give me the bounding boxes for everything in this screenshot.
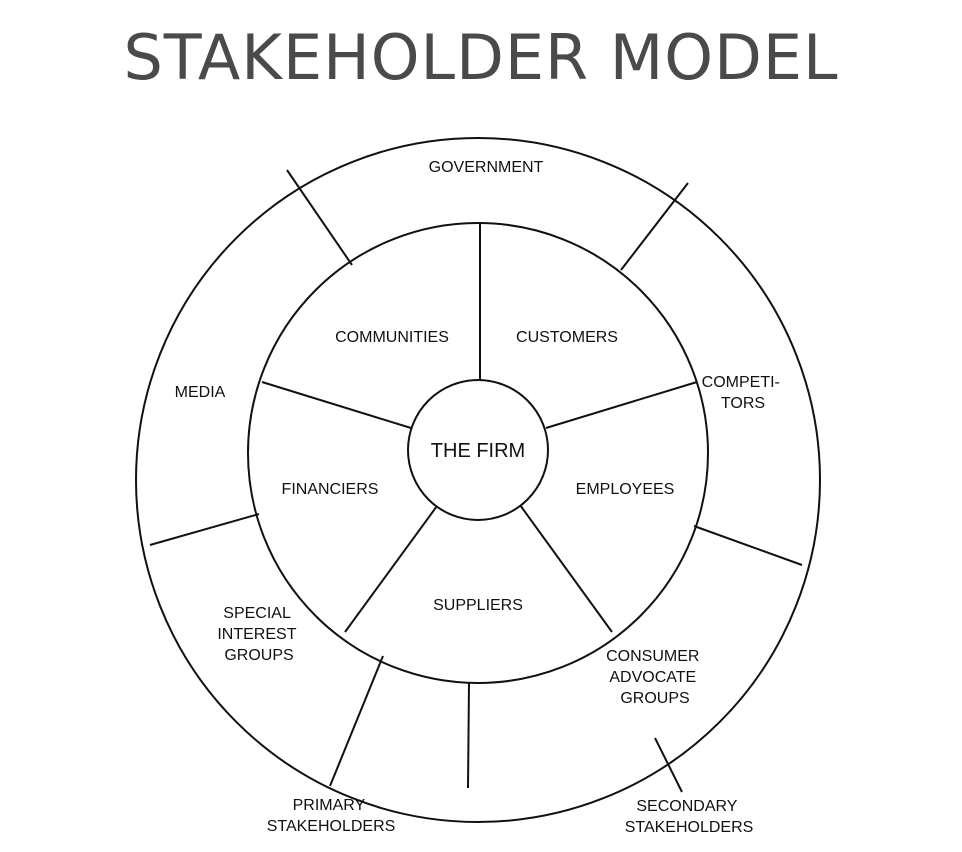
callout-secondary-stakeholders: SECONDARY STAKEHOLDERS	[625, 798, 754, 836]
divider-media-government	[286, 169, 353, 266]
label-communities: COMMUNITIES	[335, 329, 449, 346]
divider-consumer-special	[467, 682, 470, 789]
inner-ring	[247, 222, 709, 684]
secondary-callout-line	[654, 737, 683, 793]
label-competitors: COMPETI- TORS	[702, 374, 785, 412]
label-competitors-line-1: COMPETI-	[702, 374, 780, 391]
label-special-line-1: SPECIAL	[223, 605, 291, 622]
label-consumer-advocate-groups: CONSUMER ADVOCATE GROUPS	[606, 648, 704, 707]
callout-secondary-line-1: SECONDARY	[636, 798, 737, 815]
divider-special-media	[149, 513, 260, 546]
callout-primary-line-1: PRIMARY	[293, 797, 366, 814]
divider-financiers-communities	[261, 381, 412, 429]
label-special-line-2: INTEREST	[217, 626, 296, 643]
outer-ring	[135, 137, 821, 823]
callout-secondary-line-2: STAKEHOLDERS	[625, 819, 754, 836]
label-employees: EMPLOYEES	[576, 481, 675, 498]
divider-employees-suppliers	[519, 504, 613, 633]
label-media: MEDIA	[175, 384, 226, 401]
divider-special-primary	[329, 655, 384, 787]
divider-government-competitors	[620, 182, 689, 271]
label-consumer-line-2: ADVOCATE	[609, 669, 696, 686]
label-customers: CUSTOMERS	[516, 329, 618, 346]
core-label: THE FIRM	[431, 440, 525, 462]
label-consumer-line-1: CONSUMER	[606, 648, 699, 665]
callout-primary-line-2: STAKEHOLDERS	[267, 818, 396, 835]
label-financiers: FINANCIERS	[282, 481, 379, 498]
divider-suppliers-financiers	[344, 505, 438, 633]
callout-primary-stakeholders: PRIMARY STAKEHOLDERS	[267, 797, 396, 835]
divider-competitors-consumer	[693, 525, 803, 566]
diagram-title: STAKEHOLDER MODEL	[123, 21, 839, 94]
label-special-line-3: GROUPS	[224, 647, 293, 664]
label-suppliers: SUPPLIERS	[433, 597, 523, 614]
label-competitors-line-2: TORS	[721, 395, 765, 412]
label-consumer-line-3: GROUPS	[620, 690, 689, 707]
core-circle	[407, 379, 549, 521]
label-special-interest-groups: SPECIAL INTEREST GROUPS	[217, 605, 300, 664]
divider-customers-employees	[545, 381, 698, 429]
label-government: GOVERNMENT	[429, 159, 544, 176]
